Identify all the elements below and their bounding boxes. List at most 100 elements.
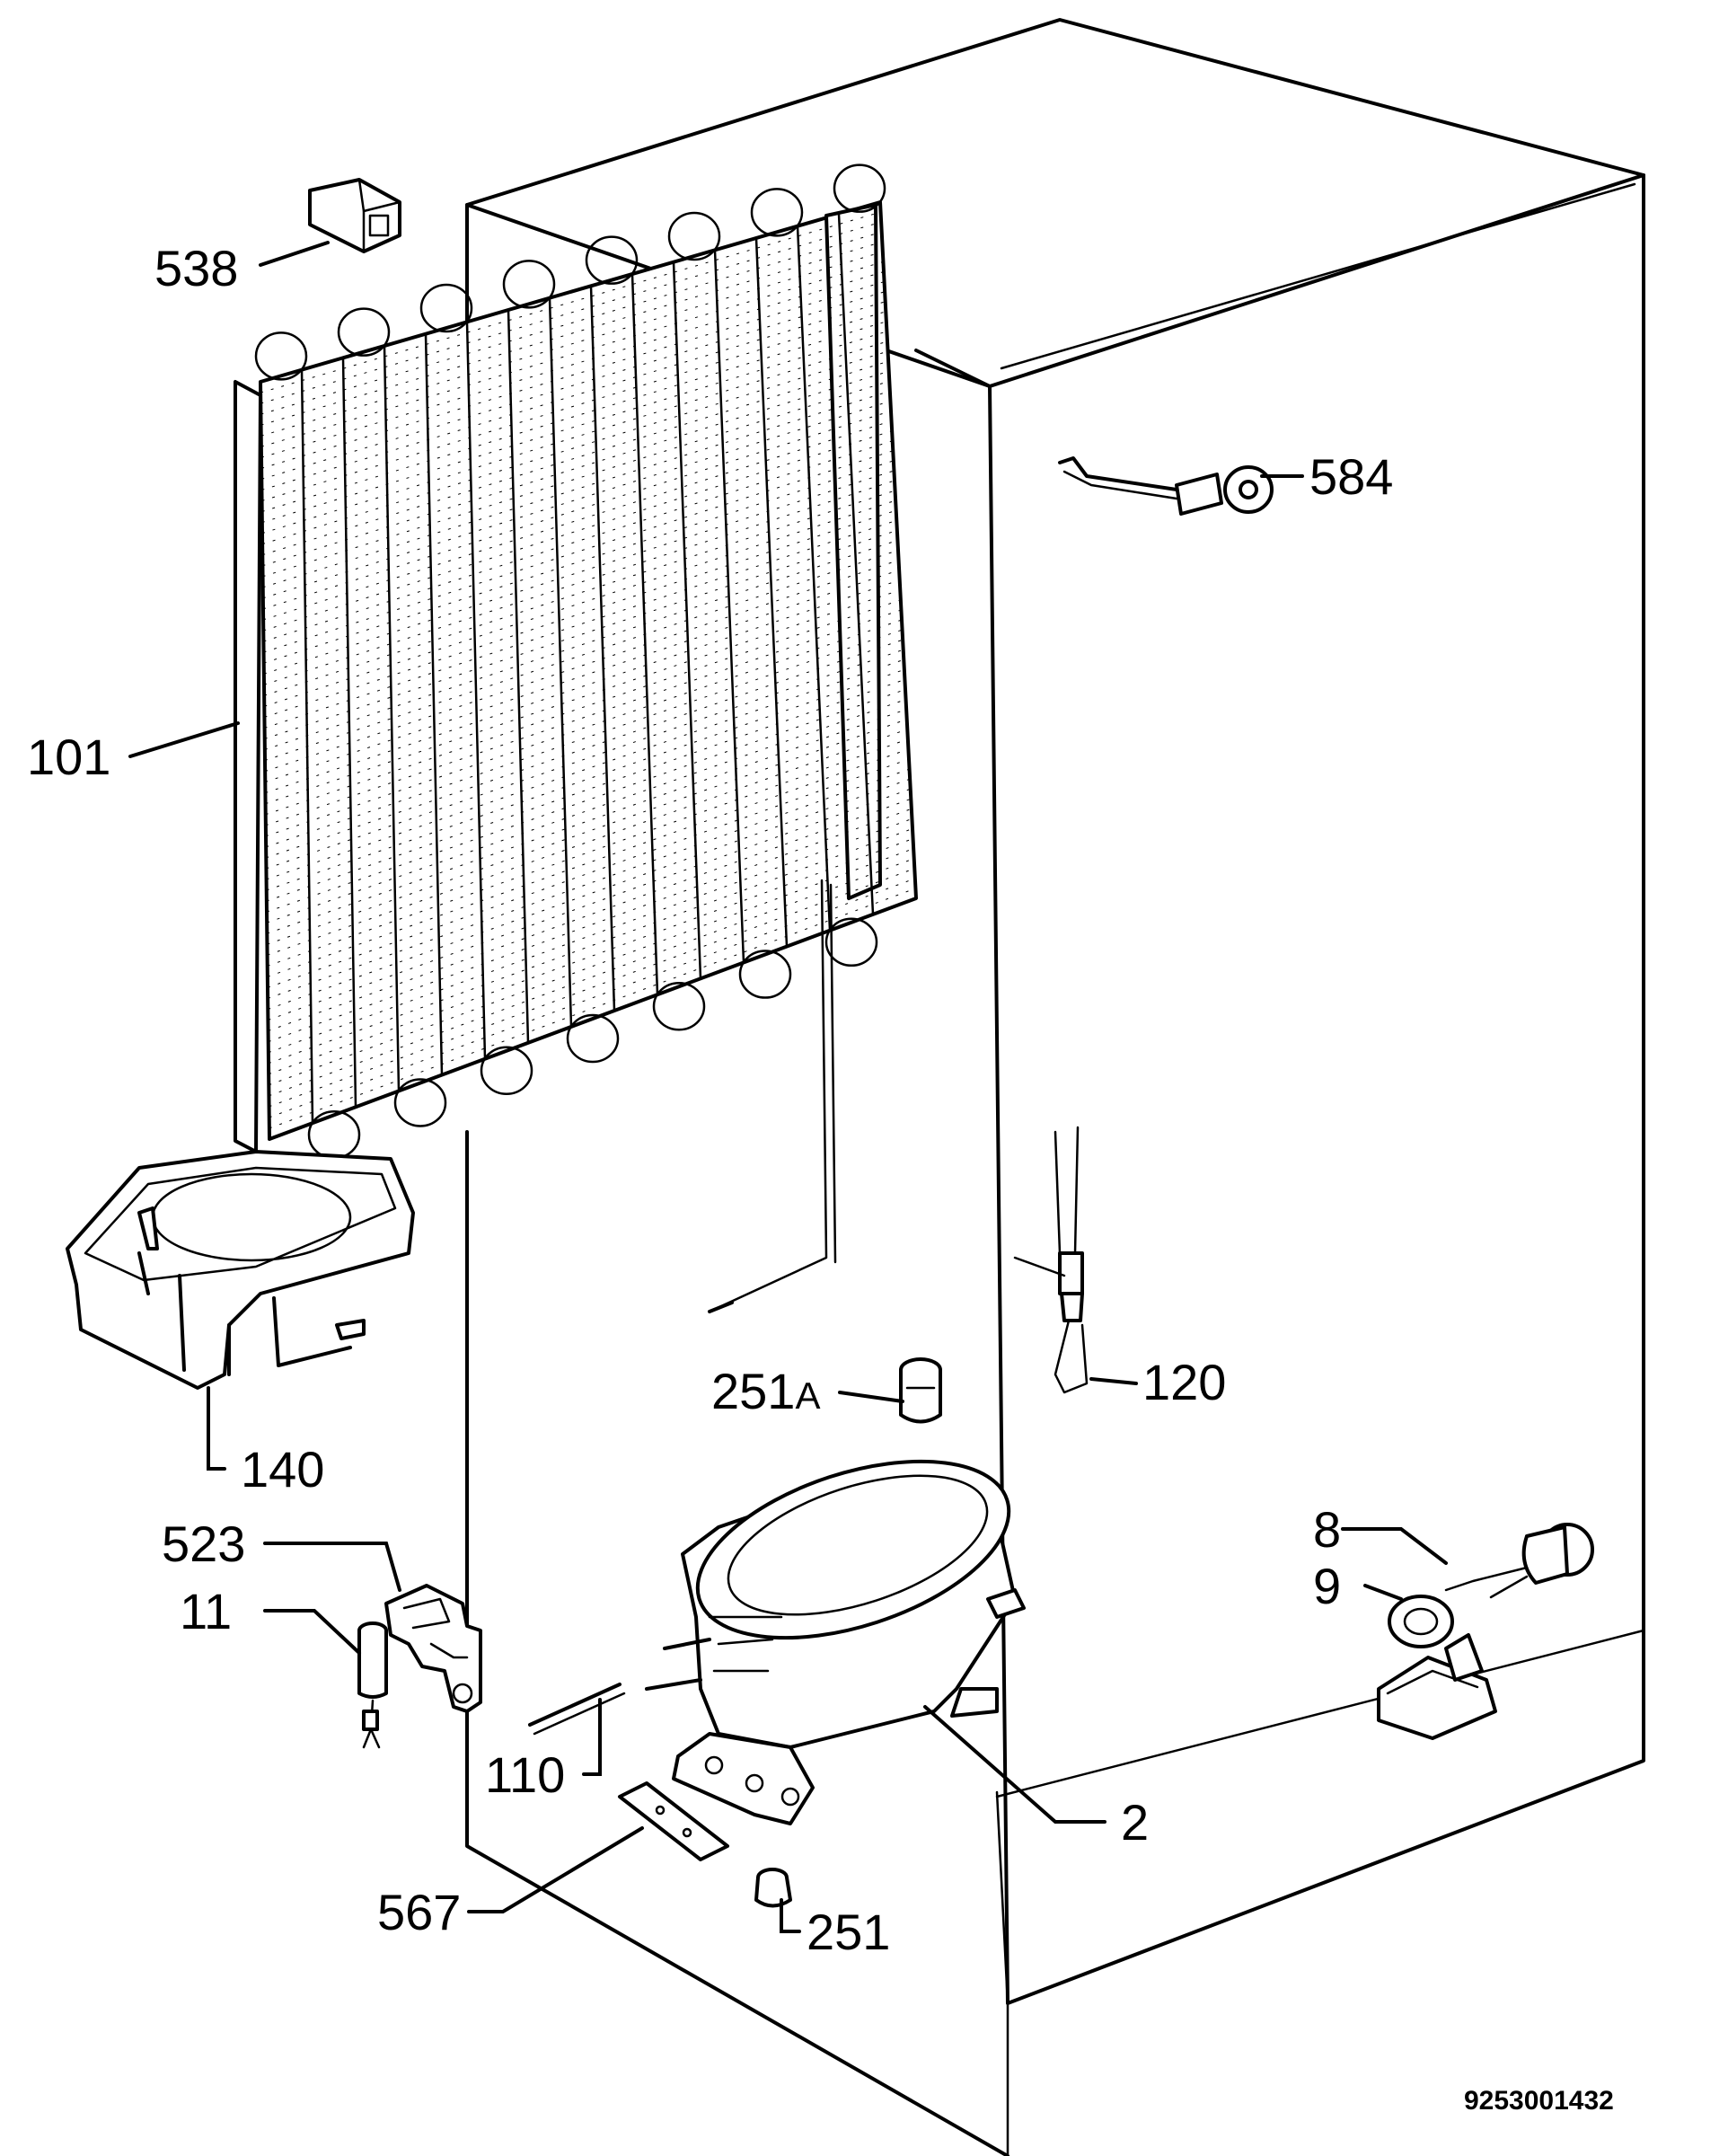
label-523: 523 xyxy=(162,1515,245,1572)
condenser-fin xyxy=(260,251,883,437)
label-567: 567 xyxy=(377,1884,461,1940)
condenser-fin xyxy=(262,370,889,567)
condenser-fin xyxy=(261,301,886,490)
condenser-fin xyxy=(262,390,891,588)
coil-bend-top xyxy=(419,283,473,333)
condenser-fin xyxy=(261,340,888,535)
condenser-fin xyxy=(266,639,904,859)
condenser-tube xyxy=(383,344,401,1092)
condenser-fin xyxy=(260,281,885,469)
condenser-fin xyxy=(261,350,888,545)
callout-labels: 538 584 101 140 251A 120 523 11 8 9 110 … xyxy=(27,240,1614,2116)
label-11: 11 xyxy=(180,1583,232,1639)
coil-bend-bottom xyxy=(738,950,792,999)
condenser-fin xyxy=(269,878,916,1118)
condenser-tube xyxy=(837,213,875,916)
compressor-2 xyxy=(645,1459,1026,1825)
lamp-holder-9 xyxy=(1377,1595,1497,1740)
condenser-fin xyxy=(265,570,900,783)
condenser-tube xyxy=(465,321,487,1060)
condenser-coil xyxy=(234,163,918,1313)
condenser-fin xyxy=(266,678,905,902)
condenser-fin xyxy=(266,649,904,870)
coil-bend-top xyxy=(254,331,308,381)
condenser-fin xyxy=(266,658,904,880)
condenser-fin xyxy=(263,430,893,632)
lamp-socket-8 xyxy=(1444,1523,1594,1599)
condenser-fin xyxy=(261,291,886,480)
label-140: 140 xyxy=(241,1441,324,1498)
drip-tray-140 xyxy=(66,1150,415,1390)
temperature-probe-584 xyxy=(1058,456,1274,516)
condenser-tube xyxy=(713,249,745,964)
document-number: 9253001432 xyxy=(1464,2086,1614,2116)
condenser-fin xyxy=(268,838,913,1075)
coil-bend-bottom xyxy=(480,1046,533,1095)
condenser-fin xyxy=(269,868,915,1108)
condenser-tube xyxy=(796,225,832,932)
condenser-tube xyxy=(507,308,530,1045)
condenser-fin xyxy=(262,411,892,610)
coil-bend-top xyxy=(833,163,886,213)
coil-bend-bottom xyxy=(824,917,878,968)
label-251: 251 xyxy=(807,1904,890,1960)
relay-bracket-523 xyxy=(384,1584,482,1713)
wire-harness-120 xyxy=(1013,1126,1089,1394)
condenser-fin xyxy=(265,599,902,816)
condenser-fin xyxy=(263,470,895,675)
coil-bend-bottom xyxy=(393,1078,447,1127)
condenser-fin xyxy=(265,629,903,848)
condenser-fin xyxy=(269,858,914,1097)
label-120: 120 xyxy=(1142,1354,1226,1410)
condenser-fin xyxy=(265,619,903,837)
condenser-fin xyxy=(262,420,892,621)
label-8: 8 xyxy=(1313,1501,1341,1558)
label-251a-suffix: A xyxy=(795,1374,820,1417)
label-2: 2 xyxy=(1121,1794,1149,1851)
condenser-fin xyxy=(262,400,891,599)
condenser-fin xyxy=(263,450,894,653)
coil-bend-top xyxy=(502,260,556,309)
condenser-fin xyxy=(261,331,887,524)
condenser-fin xyxy=(260,271,885,458)
coil-bend-bottom xyxy=(566,1013,620,1064)
condenser-tube xyxy=(754,236,789,948)
condenser-fin xyxy=(260,231,882,415)
coil-bend-bottom xyxy=(652,982,706,1031)
clip-part-538 xyxy=(308,178,401,253)
condenser-fin xyxy=(262,360,889,556)
condenser-fin xyxy=(269,848,914,1086)
coil-bend-top xyxy=(667,211,721,261)
label-538: 538 xyxy=(154,240,238,296)
condenser-tube xyxy=(424,332,444,1076)
condenser-fin xyxy=(263,460,895,664)
coil-bend-top xyxy=(337,307,391,357)
condenser-tube xyxy=(548,296,573,1029)
grommet-251A xyxy=(899,1357,942,1424)
condenser-fin xyxy=(261,311,886,501)
condenser-fin xyxy=(260,241,883,426)
coil-bend-top xyxy=(750,188,804,237)
label-9: 9 xyxy=(1313,1558,1341,1614)
condenser-fin xyxy=(262,380,890,578)
label-110: 110 xyxy=(485,1746,565,1803)
plate-567 xyxy=(618,1781,729,1861)
condenser-fin xyxy=(260,261,884,447)
coil-bend-bottom xyxy=(307,1109,361,1160)
coil-bend-top xyxy=(585,235,639,285)
condenser-fin xyxy=(265,609,902,826)
condenser-tube xyxy=(878,200,918,900)
leader-lines xyxy=(128,241,1448,1933)
condenser-fin xyxy=(261,321,887,512)
starter-part-11 xyxy=(357,1621,388,1749)
condenser-fin xyxy=(263,440,893,642)
condenser-fin xyxy=(265,589,901,805)
tube-110 xyxy=(528,1683,626,1736)
label-251a-number: 251 xyxy=(711,1363,795,1419)
label-101: 101 xyxy=(27,729,110,785)
label-251a: 251A xyxy=(711,1363,820,1419)
condenser-fin xyxy=(265,579,900,794)
foot-251 xyxy=(754,1868,792,1908)
condenser-tube xyxy=(672,261,702,980)
